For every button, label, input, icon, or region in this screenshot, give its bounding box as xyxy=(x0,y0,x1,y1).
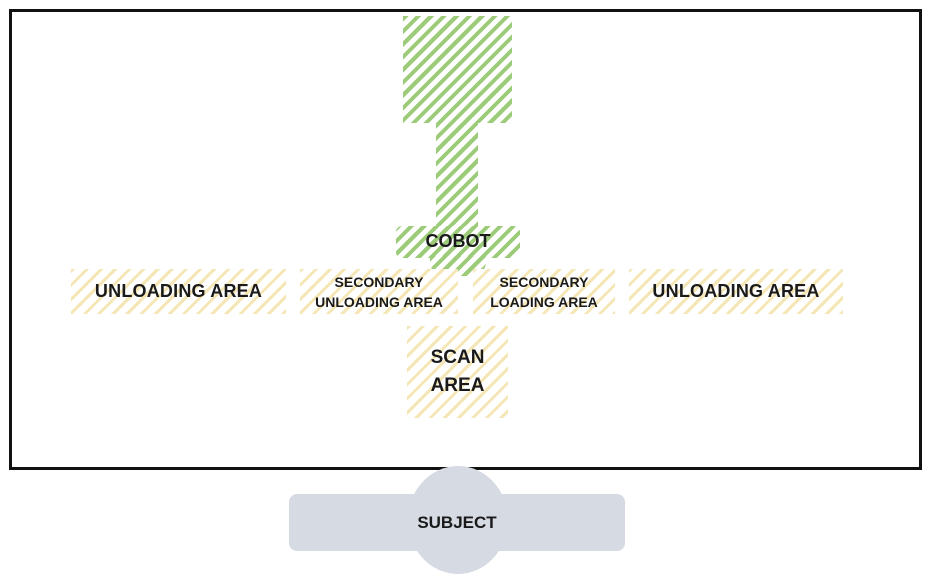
subject-head xyxy=(408,466,508,574)
scan-area: SCAN AREA xyxy=(407,326,508,418)
cobot-head xyxy=(403,16,512,123)
scan-area-line1: SCAN xyxy=(430,347,485,368)
cobot-base xyxy=(396,226,520,258)
unloading-area-right: UNLOADING AREA xyxy=(629,269,843,314)
secondary-unloading-line2: UNLOADING AREA xyxy=(315,293,443,310)
cobot-arm xyxy=(436,123,478,227)
secondary-loading-line2: LOADING AREA xyxy=(490,293,598,310)
unloading-area-right-label: UNLOADING AREA xyxy=(652,281,820,301)
secondary-unloading-area: SECONDARY UNLOADING AREA xyxy=(300,269,458,314)
unloading-area-left-label: UNLOADING AREA xyxy=(94,281,263,301)
secondary-loading-area: SECONDARY LOADING AREA xyxy=(473,269,615,314)
subject-label: SUBJECT xyxy=(417,512,497,532)
cobot-label: COBOT xyxy=(425,231,491,251)
unloading-area-left: UNLOADING AREA xyxy=(71,269,286,314)
scan-area-line2: AREA xyxy=(430,375,485,396)
secondary-unloading-line1: SECONDARY xyxy=(334,273,424,290)
secondary-loading-line1: SECONDARY xyxy=(499,273,589,290)
